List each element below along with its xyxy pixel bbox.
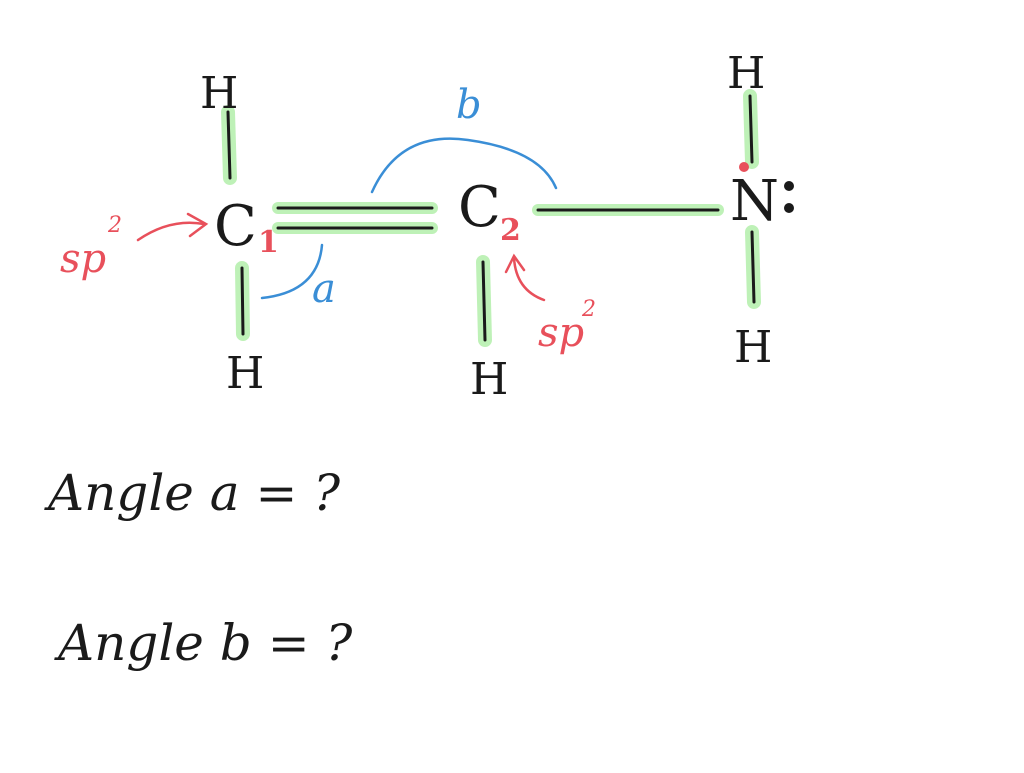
atom-c2-subscript: 2 — [500, 213, 521, 248]
questions: Angle a = ? Angle b = ? — [44, 464, 353, 672]
bond-n-h-top — [748, 94, 754, 164]
lone-pair-dot-top — [784, 181, 794, 191]
red-marker-dot — [739, 162, 749, 172]
atom-c1-subscript: 1 — [258, 225, 279, 260]
bonds — [226, 94, 756, 342]
sp2-right-superscript: 2 — [581, 297, 596, 322]
atom-n: N — [730, 169, 779, 234]
question-angle-a: Angle a = ? — [44, 464, 341, 522]
hybridization-annotations: sp 2 sp 2 — [60, 212, 596, 356]
arrow-to-c2 — [512, 256, 546, 302]
sp2-left-label: sp — [60, 236, 106, 282]
arrow-to-c2-head — [504, 253, 526, 274]
atoms: H C 1 H C 2 H H N H — [200, 48, 794, 405]
bond-c1-h-bottom — [240, 266, 245, 336]
arrow-to-c1-head — [186, 212, 209, 238]
arrow-to-c1 — [136, 221, 206, 242]
atom-c2: C — [458, 175, 501, 240]
atom-h-c1-top: H — [200, 68, 238, 119]
angle-b-arc — [370, 137, 558, 194]
bond-c2-h-bottom — [481, 260, 487, 342]
atom-h-n-bottom: H — [734, 322, 772, 373]
angle-a-label: a — [312, 266, 336, 312]
lone-pair-dot-bottom — [784, 203, 794, 213]
question-angle-b: Angle b = ? — [54, 614, 353, 672]
bond-n-h-bottom — [750, 230, 756, 304]
bond-c1-h-top — [226, 110, 232, 180]
angle-annotations: a b — [260, 82, 558, 312]
atom-h-c1-bottom: H — [226, 348, 264, 399]
atom-c1: C — [214, 194, 257, 259]
sp2-right-label: sp — [538, 310, 584, 356]
atom-h-c2-bottom: H — [470, 354, 508, 405]
angle-a-arc — [260, 243, 324, 300]
angle-b-label: b — [456, 82, 482, 128]
atom-h-n-top: H — [727, 48, 765, 99]
sp2-left-superscript: 2 — [107, 213, 122, 238]
